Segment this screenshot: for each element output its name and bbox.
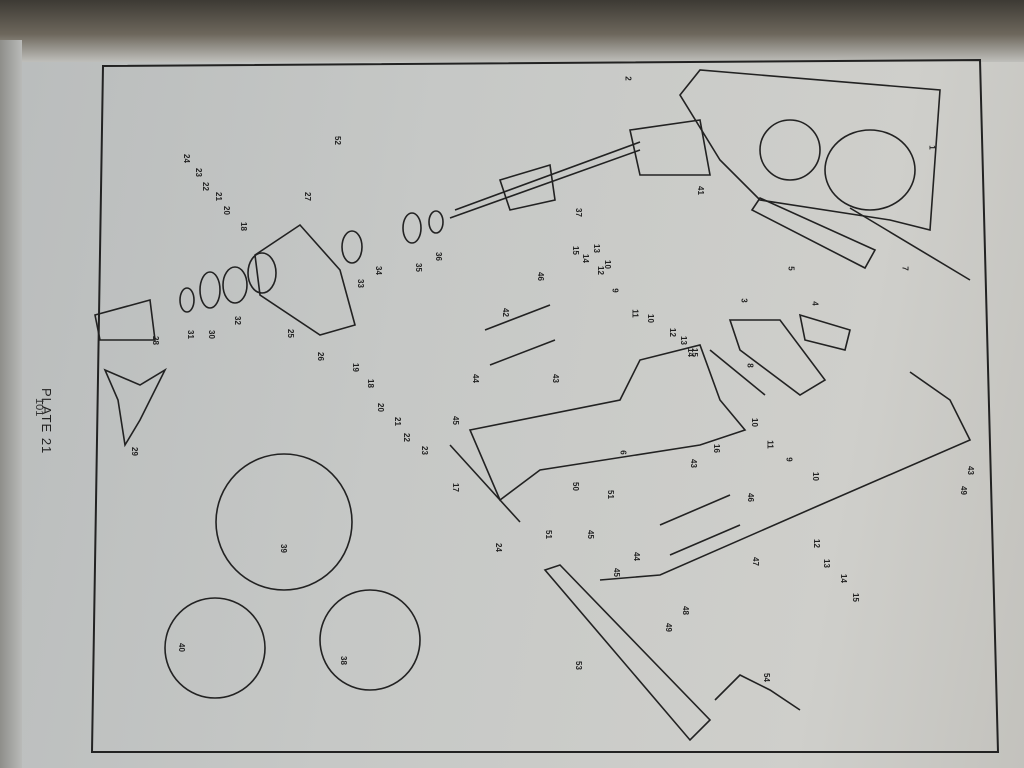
callout: 50 <box>570 482 580 491</box>
callout: 26 <box>315 352 325 361</box>
callout: 23 <box>193 168 203 177</box>
callout: 1 <box>927 145 937 150</box>
hub <box>94 298 156 341</box>
diagram-parts <box>94 69 972 742</box>
callout: 13 <box>678 336 688 345</box>
bracket <box>728 319 827 396</box>
callout: 18 <box>365 379 375 388</box>
callout: 42 <box>500 308 510 317</box>
anti-roll-bar <box>599 371 972 581</box>
callout: 52 <box>332 136 342 145</box>
callout: 44 <box>631 552 641 561</box>
book-edge <box>0 0 1024 62</box>
page-number: 101 <box>33 398 45 417</box>
callout: 5 <box>786 266 796 271</box>
callout: 3 <box>739 298 749 303</box>
wire-wheel-spinner <box>103 367 167 448</box>
callout: 22 <box>401 433 411 442</box>
callout: 22 <box>200 182 210 191</box>
callout: 49 <box>958 486 968 495</box>
callout: 10 <box>810 472 820 481</box>
callout: 43 <box>965 466 975 475</box>
callout: 46 <box>745 493 755 502</box>
plate-border <box>90 58 1000 753</box>
callout: 43 <box>550 374 560 383</box>
callout: 18 <box>238 222 248 231</box>
callout: 14 <box>838 574 848 583</box>
callout: 47 <box>750 557 760 566</box>
callout: 9 <box>610 288 620 293</box>
callout: 15 <box>689 348 699 357</box>
callout: 43 <box>688 459 698 468</box>
callout: 13 <box>821 559 831 568</box>
callout: 30 <box>206 330 216 339</box>
crossmember <box>679 69 941 232</box>
callout: 11 <box>630 309 640 318</box>
callout: 10 <box>645 314 655 323</box>
lower-wishbone <box>468 344 747 502</box>
callout: 7 <box>900 266 910 271</box>
callout: 46 <box>535 272 545 281</box>
callout: 27 <box>302 192 312 201</box>
callout: 21 <box>213 192 223 201</box>
callout: 13 <box>591 244 601 253</box>
callout: 38 <box>338 656 348 665</box>
callout: 11 <box>765 440 775 449</box>
callout: 12 <box>811 539 821 548</box>
callout: 41 <box>695 186 705 195</box>
callout: 16 <box>711 444 721 453</box>
detail-circle-39 <box>215 453 353 591</box>
callout: 29 <box>129 447 139 456</box>
detail-circle-40 <box>164 597 266 699</box>
radius-arm <box>543 564 712 742</box>
callout: 8 <box>745 363 755 368</box>
callout: 20 <box>221 206 231 215</box>
callout: 45 <box>450 416 460 425</box>
callout: 51 <box>543 530 553 539</box>
callout: 23 <box>419 446 429 455</box>
callout: 21 <box>392 417 402 426</box>
callout: 53 <box>573 661 583 670</box>
callout: 15 <box>850 593 860 602</box>
callout: 25 <box>285 329 295 338</box>
callout: 17 <box>450 483 460 492</box>
drive-shaft <box>449 141 641 219</box>
callout: 6 <box>618 450 628 455</box>
callout: 12 <box>667 328 677 337</box>
callout: 36 <box>433 252 443 261</box>
callout: 33 <box>355 279 365 288</box>
callout: 2 <box>623 76 633 81</box>
callout: 31 <box>185 330 195 339</box>
detail-circle-38 <box>319 589 421 691</box>
callout: 4 <box>810 301 820 306</box>
callout: 10 <box>602 260 612 269</box>
callout: 40 <box>176 643 186 652</box>
callout: 24 <box>493 543 503 552</box>
coil-spring <box>484 304 556 366</box>
callout: 19 <box>350 363 360 372</box>
callout: 32 <box>232 316 242 325</box>
callout: 15 <box>570 246 580 255</box>
callout: 45 <box>585 530 595 539</box>
callout: 49 <box>663 623 673 632</box>
callout: 20 <box>375 403 385 412</box>
callout: 54 <box>761 673 771 682</box>
callout: 35 <box>413 263 423 272</box>
callout: 14 <box>580 254 590 263</box>
callout: 37 <box>573 208 583 217</box>
book-spine <box>0 40 22 768</box>
callout: 34 <box>373 266 383 275</box>
callout: 9 <box>784 457 794 462</box>
callout: 24 <box>181 154 191 163</box>
callout: 48 <box>680 606 690 615</box>
bottom-plate <box>750 196 877 270</box>
callout: 45 <box>611 568 621 577</box>
hub-carrier <box>254 223 356 336</box>
callout: 10 <box>749 418 759 427</box>
callout: 44 <box>470 374 480 383</box>
callout: 28 <box>150 336 160 345</box>
callout: 51 <box>605 490 615 499</box>
callout: 39 <box>278 544 288 553</box>
